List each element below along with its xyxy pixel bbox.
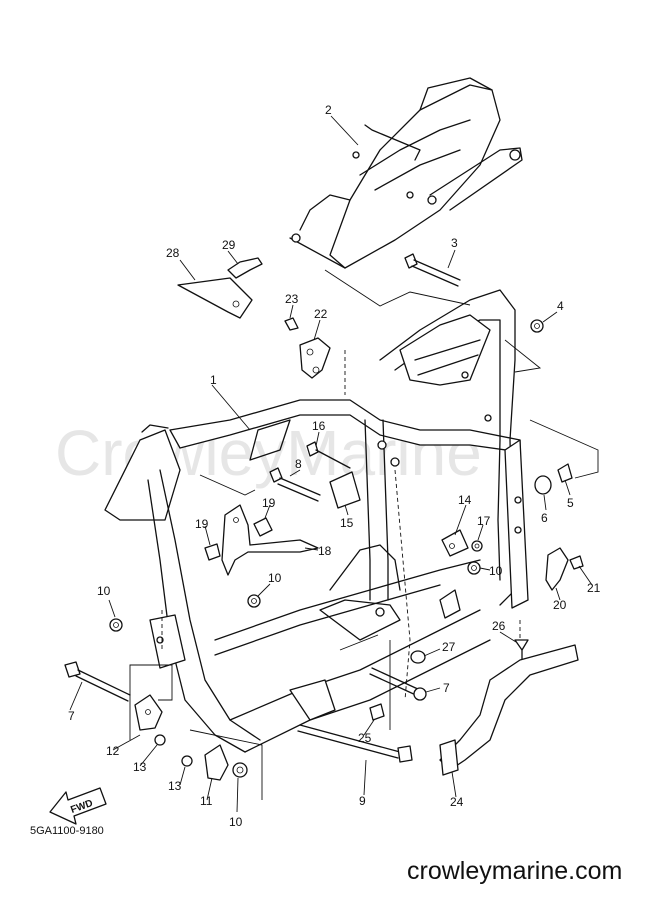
callout-5: 5 xyxy=(567,496,574,510)
callout-7-right: 7 xyxy=(443,681,450,695)
callout-10-right: 10 xyxy=(489,564,503,578)
callout-26: 26 xyxy=(492,619,506,633)
callout-28: 28 xyxy=(166,246,180,260)
callout-25: 25 xyxy=(358,731,372,745)
bolt-7-right[interactable] xyxy=(369,667,427,701)
callout-1: 1 xyxy=(210,373,217,387)
bolt-23[interactable] xyxy=(284,317,299,331)
callout-labels: 1 2 3 4 5 6 7 7 8 9 10 10 10 10 11 12 13… xyxy=(68,103,601,829)
callout-17: 17 xyxy=(477,514,491,528)
callout-14: 14 xyxy=(458,493,472,507)
plate-11[interactable] xyxy=(204,744,229,781)
side-stand-24[interactable] xyxy=(439,644,579,776)
callout-20: 20 xyxy=(553,598,567,612)
bolt-19-left[interactable] xyxy=(204,543,221,561)
callout-2: 2 xyxy=(325,103,332,117)
callout-11: 11 xyxy=(200,794,213,808)
callout-24: 24 xyxy=(450,795,464,809)
nut-4[interactable] xyxy=(530,319,544,333)
callout-13-right: 13 xyxy=(168,779,182,793)
callout-10-left: 10 xyxy=(97,584,111,598)
bracket-15[interactable] xyxy=(329,471,361,509)
bolt-5[interactable] xyxy=(557,463,573,483)
main-frame[interactable] xyxy=(104,289,529,753)
cover-bracket[interactable] xyxy=(227,257,263,279)
callout-19-right: 19 xyxy=(262,496,276,510)
callout-3: 3 xyxy=(451,236,458,250)
callout-10-lower: 10 xyxy=(229,815,243,829)
rear-fender[interactable] xyxy=(289,77,523,269)
bracket-18[interactable] xyxy=(221,504,319,576)
nut-10-lower[interactable] xyxy=(232,762,248,778)
nut-10-right[interactable] xyxy=(467,561,481,575)
callout-29: 29 xyxy=(222,238,236,252)
bolt-7-left[interactable] xyxy=(64,661,131,702)
bolt-8[interactable] xyxy=(269,467,321,502)
nut-13-right[interactable] xyxy=(181,755,193,767)
bracket-20[interactable] xyxy=(545,547,569,591)
callout-27: 27 xyxy=(442,640,456,654)
nut-17[interactable] xyxy=(471,540,483,552)
callout-8: 8 xyxy=(295,457,302,471)
bracket-22[interactable] xyxy=(299,337,331,379)
side-cover[interactable] xyxy=(177,277,253,319)
leader-lines xyxy=(69,115,599,813)
nut-10-center[interactable] xyxy=(247,594,261,608)
bolt-9[interactable] xyxy=(297,724,413,763)
nut-13-left[interactable] xyxy=(154,734,166,746)
bolt-16[interactable] xyxy=(306,441,351,469)
callout-9: 9 xyxy=(359,794,366,808)
site-name[interactable]: crowleymarine.com xyxy=(407,857,622,885)
bolt-21[interactable] xyxy=(569,555,584,570)
nut-10-left[interactable] xyxy=(109,618,123,632)
callout-6: 6 xyxy=(541,511,548,525)
callout-18: 18 xyxy=(318,544,332,558)
bolt-25[interactable] xyxy=(369,703,385,721)
callout-19-left: 19 xyxy=(195,517,209,531)
forward-arrow-icon: FWD xyxy=(49,787,107,825)
bolt-19-right[interactable] xyxy=(253,517,273,537)
callout-22: 22 xyxy=(314,307,328,321)
plate-12[interactable] xyxy=(134,694,163,731)
callout-23: 23 xyxy=(285,292,299,306)
callout-12: 12 xyxy=(106,744,120,758)
callout-16: 16 xyxy=(312,419,326,433)
cap-27[interactable] xyxy=(410,650,426,664)
bolt-26[interactable] xyxy=(514,639,529,661)
bolt-3[interactable] xyxy=(404,253,461,287)
callout-13-left: 13 xyxy=(133,760,147,774)
callout-7-left: 7 xyxy=(68,709,75,723)
callout-21: 21 xyxy=(587,581,601,595)
bracket-14[interactable] xyxy=(441,529,469,557)
cap-6[interactable] xyxy=(534,475,552,495)
watermark: CrowleyMarine xyxy=(55,417,482,489)
callout-4: 4 xyxy=(557,299,564,313)
diagram-code: 5GA1100-9180 xyxy=(30,825,104,837)
callout-10-center: 10 xyxy=(268,571,282,585)
callout-15: 15 xyxy=(340,516,354,530)
